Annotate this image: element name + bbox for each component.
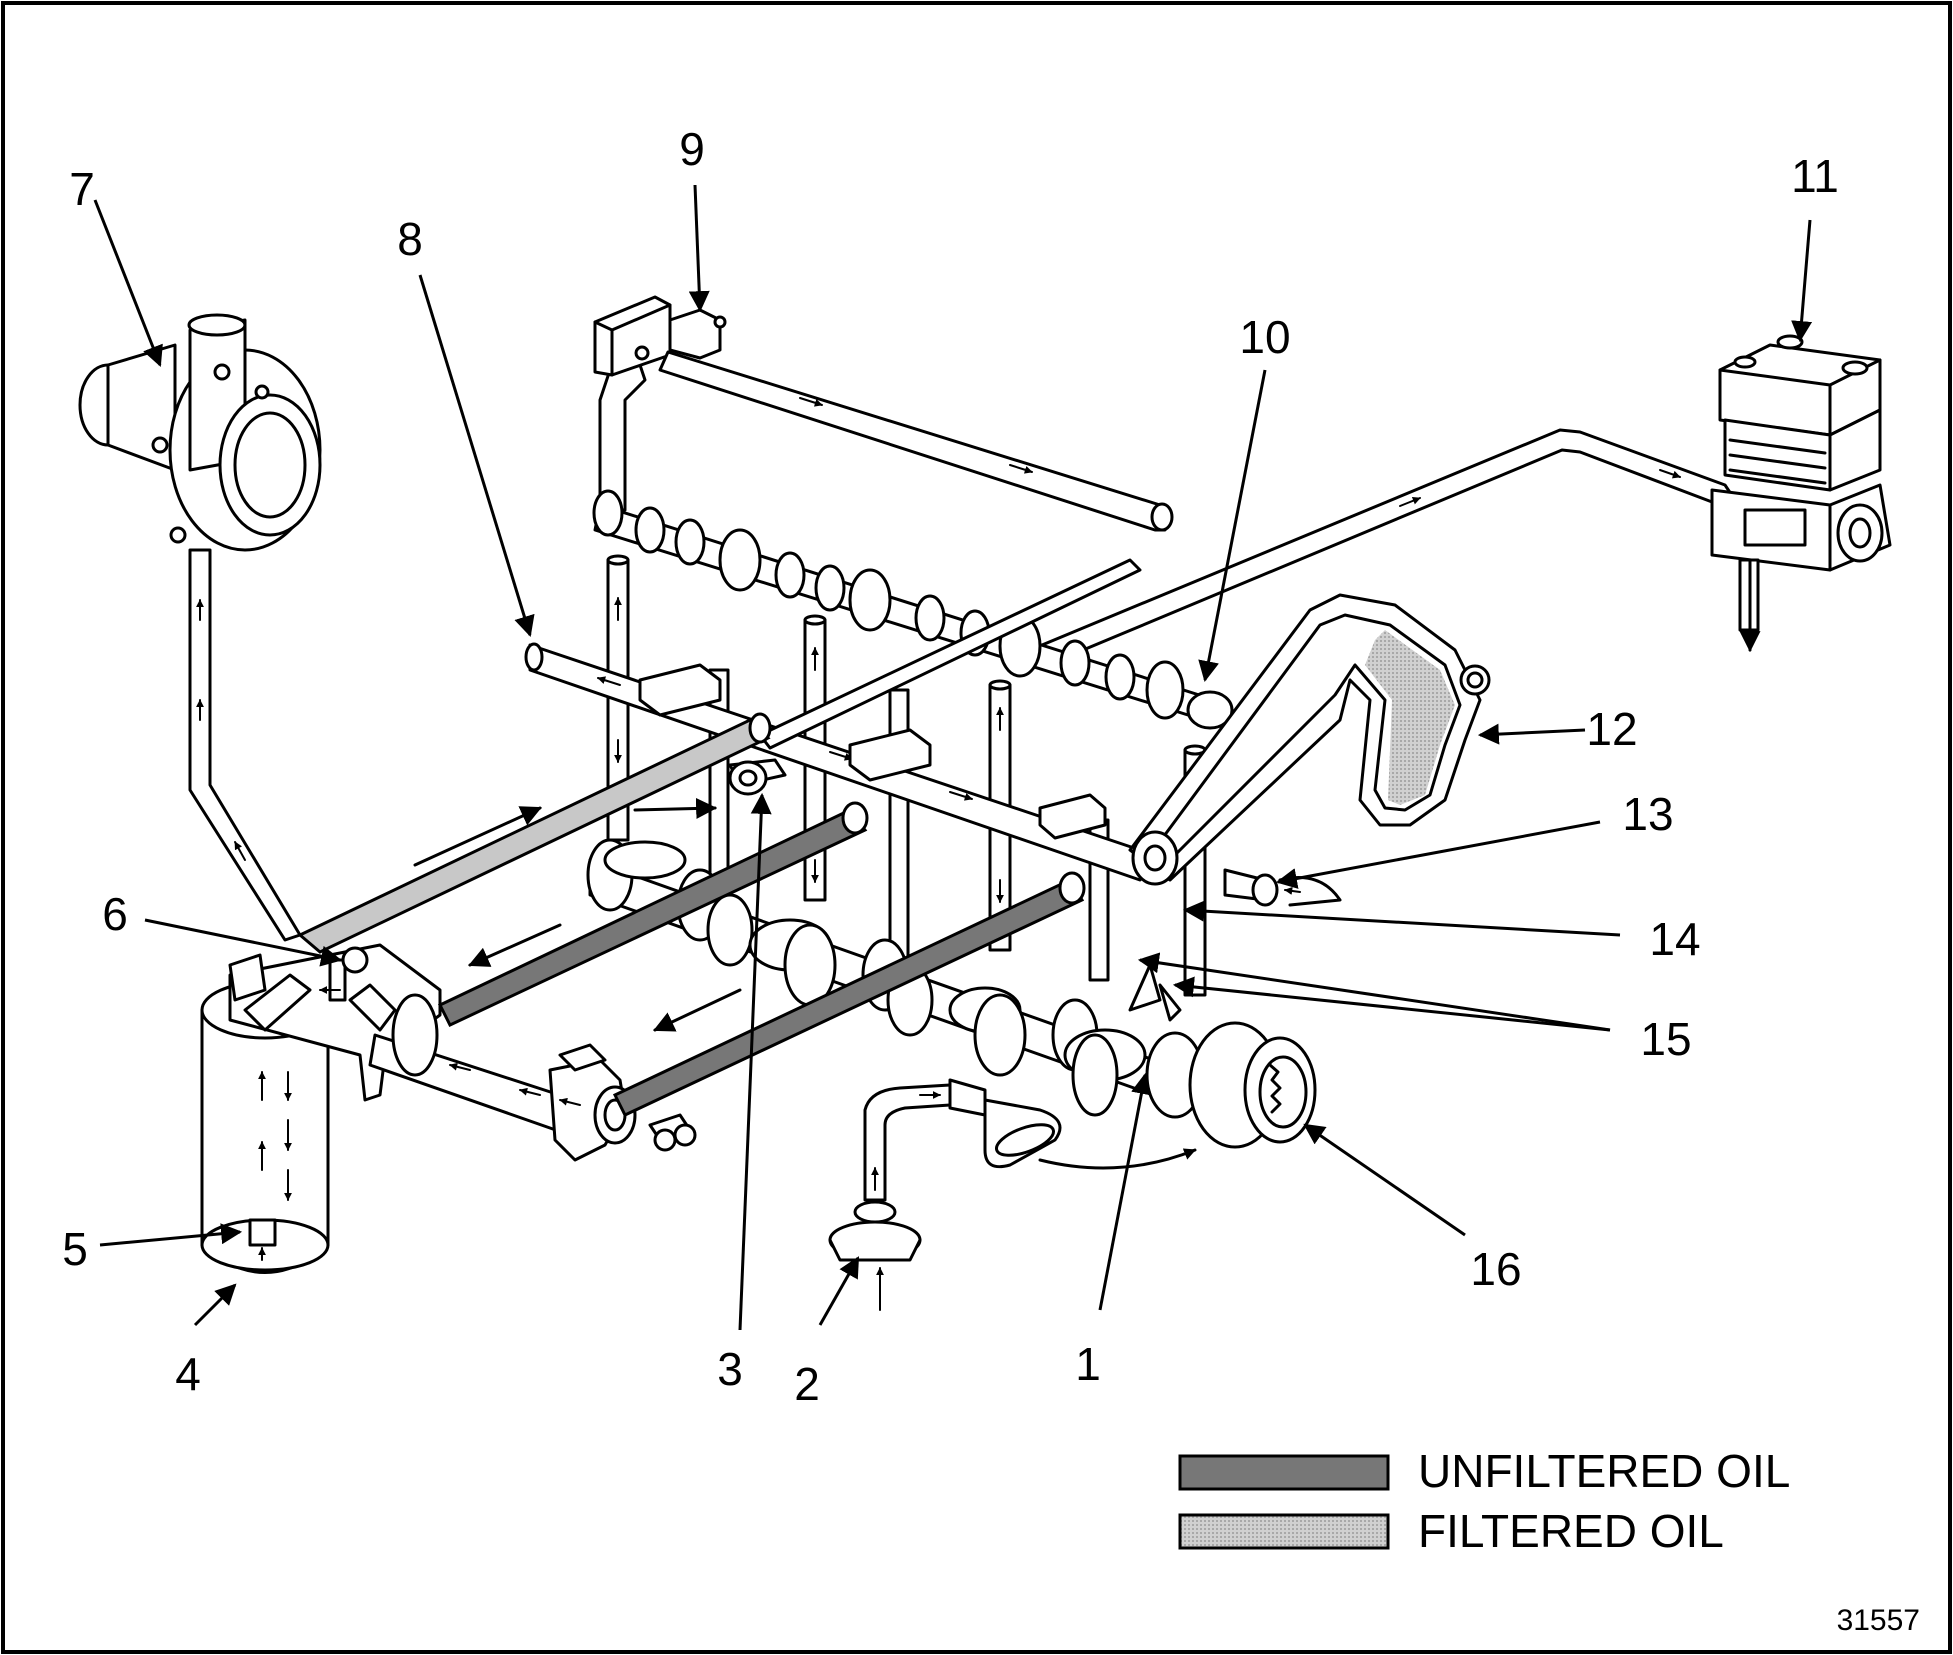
oil-pickup bbox=[828, 1078, 1197, 1311]
callout-1: 1 bbox=[1075, 1338, 1101, 1390]
callout-3: 3 bbox=[717, 1343, 743, 1395]
callout-15: 15 bbox=[1640, 1013, 1691, 1065]
callout-9: 9 bbox=[679, 123, 705, 175]
legend-swatch-unfiltered bbox=[1178, 1454, 1390, 1491]
callout-5: 5 bbox=[62, 1223, 88, 1275]
callout-7: 7 bbox=[69, 163, 95, 215]
piston-cooling-nozzle bbox=[1223, 868, 1342, 907]
callout-14: 14 bbox=[1649, 913, 1700, 965]
callout-8: 8 bbox=[397, 213, 423, 265]
legend-label-unfiltered: UNFILTERED OIL bbox=[1418, 1445, 1790, 1497]
callout-2: 2 bbox=[794, 1358, 820, 1410]
turbo-oil-line bbox=[188, 548, 302, 942]
filter-head bbox=[228, 943, 697, 1162]
air-compressor bbox=[1710, 334, 1892, 653]
callout-13: 13 bbox=[1622, 788, 1673, 840]
callout-16: 16 bbox=[1470, 1243, 1521, 1295]
callout-leaders bbox=[93, 184, 1813, 1331]
legend-swatch-filtered bbox=[1178, 1513, 1390, 1550]
unfiltered-oil-passage-lower bbox=[612, 871, 1086, 1117]
legend: UNFILTERED OIL FILTERED OIL bbox=[1178, 1445, 1790, 1557]
callout-11: 11 bbox=[1791, 150, 1839, 202]
filtered-oil-passage bbox=[297, 712, 772, 954]
legend-label-filtered: FILTERED OIL bbox=[1418, 1505, 1724, 1557]
turbocharger bbox=[78, 313, 322, 552]
callout-6: 6 bbox=[102, 888, 128, 940]
oil-pump-cover bbox=[1128, 593, 1491, 886]
flow-arrows bbox=[413, 797, 742, 1032]
oil-pump-gear bbox=[1188, 1021, 1317, 1149]
callout-12: 12 bbox=[1586, 703, 1637, 755]
callout-4: 4 bbox=[175, 1348, 201, 1400]
rocker-shaft-assembly bbox=[593, 295, 1174, 532]
main-bearing-nozzle bbox=[728, 758, 787, 796]
figure-number: 31557 bbox=[1837, 1604, 1920, 1637]
callout-10: 10 bbox=[1239, 311, 1290, 363]
main-oil-gallery bbox=[524, 558, 1152, 882]
camshaft bbox=[592, 489, 1234, 730]
